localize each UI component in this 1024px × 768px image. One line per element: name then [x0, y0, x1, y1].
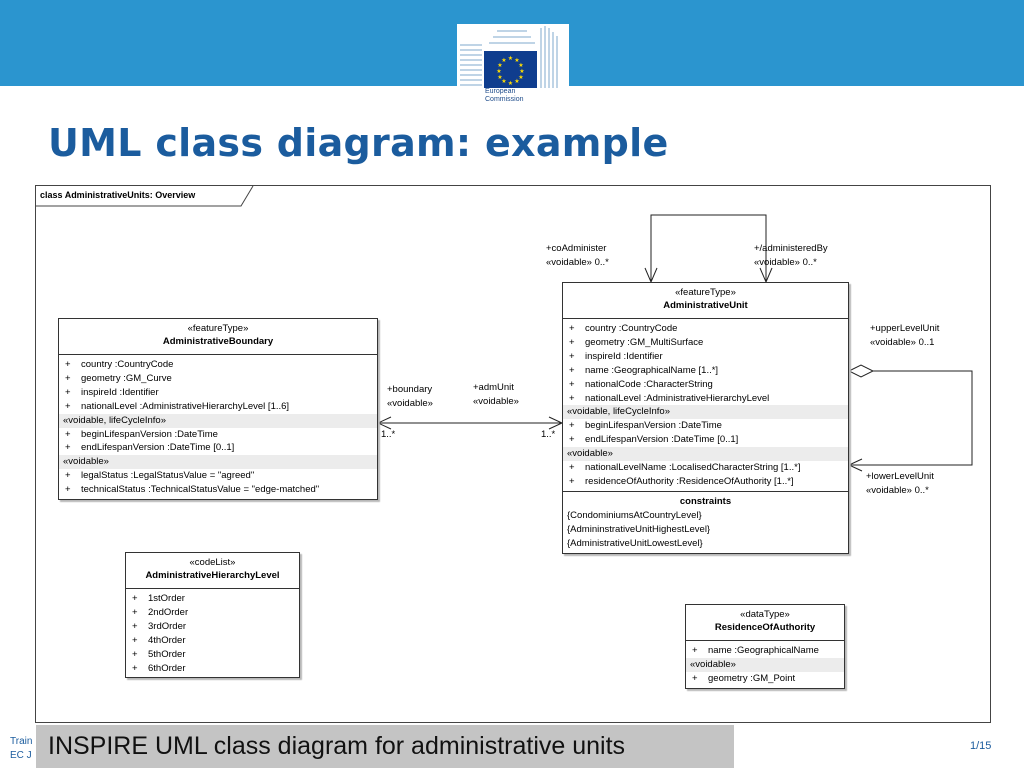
boundary-role-label: +boundary «voidable» — [387, 384, 433, 409]
attribute-section: +country :CountryCode +geometry :GM_Mult… — [563, 319, 848, 491]
svg-text:★: ★ — [501, 57, 506, 64]
class-residence-of-authority: «dataType» ResidenceOfAuthority +name :G… — [685, 604, 845, 689]
attribute-group-header: «voidable» — [563, 447, 848, 462]
page-number: 1/15 — [970, 740, 992, 752]
constraint-row: {AdmininstrativeUnitHighestLevel} — [567, 523, 711, 535]
attribute-group-header: «voidable» — [59, 455, 377, 470]
attribute-row: +nationalCode :CharacterString — [569, 378, 713, 390]
class-name: AdministrativeUnit — [663, 300, 748, 311]
class-name: AdministrativeBoundary — [162, 336, 274, 347]
code-value-row: +5thOrder — [132, 648, 186, 660]
attribute-row: +technicalStatus :TechnicalStatusValue =… — [65, 484, 320, 496]
attribute-row: +residenceOfAuthority :ResidenceOfAuthor… — [569, 475, 794, 487]
class-stereotype: «featureType» — [675, 287, 736, 298]
svg-text:★: ★ — [497, 74, 502, 81]
slide-title: UML class diagram: example — [48, 121, 669, 165]
attribute-row: +inspireId :Identifier — [65, 386, 159, 398]
class-stereotype: «featureType» — [187, 323, 249, 334]
attribute-row: +endLifespanVersion :DateTime [0..1] — [65, 442, 235, 454]
attribute-row: +endLifespanVersion :DateTime [0..1] — [569, 434, 739, 446]
svg-text:★: ★ — [514, 78, 519, 85]
code-value-row: +6thOrder — [132, 662, 186, 674]
eu-flag-icon: ★★★ ★★★ ★★★ ★★★ — [484, 51, 537, 88]
svg-text:★: ★ — [497, 62, 502, 69]
adm-unit-multiplicity: 1..* — [541, 429, 556, 440]
code-value-row: +1stOrder — [132, 593, 185, 604]
attribute-row: +beginLifespanVersion :DateTime — [65, 428, 218, 440]
attribute-row: +legalStatus :LegalStatusValue = "agreed… — [65, 470, 255, 482]
attribute-row: +beginLifespanVersion :DateTime — [569, 420, 722, 432]
class-administrative-hierarchy-level: «codeList» AdministrativeHierarchyLevel … — [125, 552, 300, 679]
attribute-row: +name :GeographicalName — [692, 645, 819, 656]
attribute-group-header: «voidable, lifeCycleInfo» — [563, 405, 848, 420]
administered-by-label: +/administeredBy «voidable» 0..* — [754, 243, 828, 268]
attribute-row: +nationalLevel :AdministrativeHierarchyL… — [65, 400, 290, 412]
co-administer-label: +coAdminister «voidable» 0..* — [546, 243, 609, 268]
svg-text:★: ★ — [519, 68, 524, 75]
lower-level-unit-label: +lowerLevelUnit «voidable» 0..* — [866, 471, 934, 496]
attribute-row: +country :CountryCode — [65, 359, 174, 370]
attribute-group-header: «voidable, lifeCycleInfo» — [59, 413, 377, 428]
class-header: «codeList» AdministrativeHierarchyLevel — [126, 553, 299, 589]
constraints-title: constraints — [679, 495, 732, 507]
european-commission-logo: ★★★ ★★★ ★★★ ★★★ European Commission — [457, 24, 569, 110]
diagram-frame-label: class AdministrativeUnits: Overview — [40, 190, 196, 200]
code-value-row: +3rdOrder — [132, 620, 187, 632]
class-header: «featureType» AdministrativeUnit — [563, 283, 848, 319]
svg-text:★: ★ — [514, 57, 519, 64]
constraint-row: {AdministrativeUnitLowestLevel} — [567, 537, 703, 549]
slide-caption: INSPIRE UML class diagram for administra… — [36, 725, 734, 768]
attribute-row: +nationalLevelName :LocalisedCharacterSt… — [569, 462, 801, 474]
svg-text:★: ★ — [518, 74, 523, 81]
svg-text:★: ★ — [501, 78, 506, 85]
attribute-row: +geometry :GM_MultiSurface — [569, 336, 704, 348]
svg-text:★: ★ — [508, 80, 513, 87]
class-administrative-unit: «featureType» AdministrativeUnit +countr… — [562, 282, 849, 554]
attribute-section: +name :GeographicalName «voidable» +geom… — [686, 641, 844, 688]
class-stereotype: «codeList» — [189, 557, 236, 568]
svg-text:★: ★ — [496, 68, 501, 75]
constraints-section: constraints {CondominiumsAtCountryLevel}… — [563, 490, 848, 553]
adm-unit-role-label: +admUnit «voidable» — [473, 382, 519, 407]
logo-wordmark: European Commission — [485, 88, 524, 103]
boundary-multiplicity: 1..* — [381, 429, 396, 440]
attribute-row: +geometry :GM_Curve — [65, 372, 172, 384]
attribute-row: +nationalLevel :AdministrativeHierarchyL… — [569, 392, 770, 404]
attribute-row: +country :CountryCode — [569, 323, 678, 334]
class-name: ResidenceOfAuthority — [714, 622, 816, 633]
upper-level-unit-label: +upperLevelUnit «voidable» 0..1 — [870, 323, 940, 348]
frame-tab-outline — [36, 185, 254, 207]
svg-text:★: ★ — [508, 55, 513, 62]
attribute-group-header: «voidable» — [686, 657, 844, 672]
class-header: «dataType» ResidenceOfAuthority — [686, 605, 844, 641]
attribute-row: +name :GeographicalName [1..*] — [569, 364, 719, 376]
attribute-section: +1stOrder +2ndOrder +3rdOrder +4thOrder … — [126, 589, 299, 677]
attribute-row: +inspireId :Identifier — [569, 350, 663, 362]
class-name: AdministrativeHierarchyLevel — [145, 570, 280, 581]
logo-building-stripes — [460, 26, 558, 88]
class-administrative-boundary: «featureType» AdministrativeBoundary +co… — [58, 318, 378, 501]
code-value-row: +4thOrder — [132, 634, 186, 646]
attribute-row: +geometry :GM_Point — [692, 672, 796, 684]
code-value-row: +2ndOrder — [132, 606, 189, 618]
class-stereotype: «dataType» — [740, 609, 790, 620]
footer-left-text: Train EC J — [10, 736, 33, 761]
class-header: «featureType» AdministrativeBoundary — [59, 319, 377, 355]
diagram-frame — [35, 185, 991, 723]
constraint-row: {CondominiumsAtCountryLevel} — [567, 509, 702, 521]
attribute-section: +country :CountryCode +geometry :GM_Curv… — [59, 355, 377, 499]
svg-text:★: ★ — [518, 62, 523, 69]
